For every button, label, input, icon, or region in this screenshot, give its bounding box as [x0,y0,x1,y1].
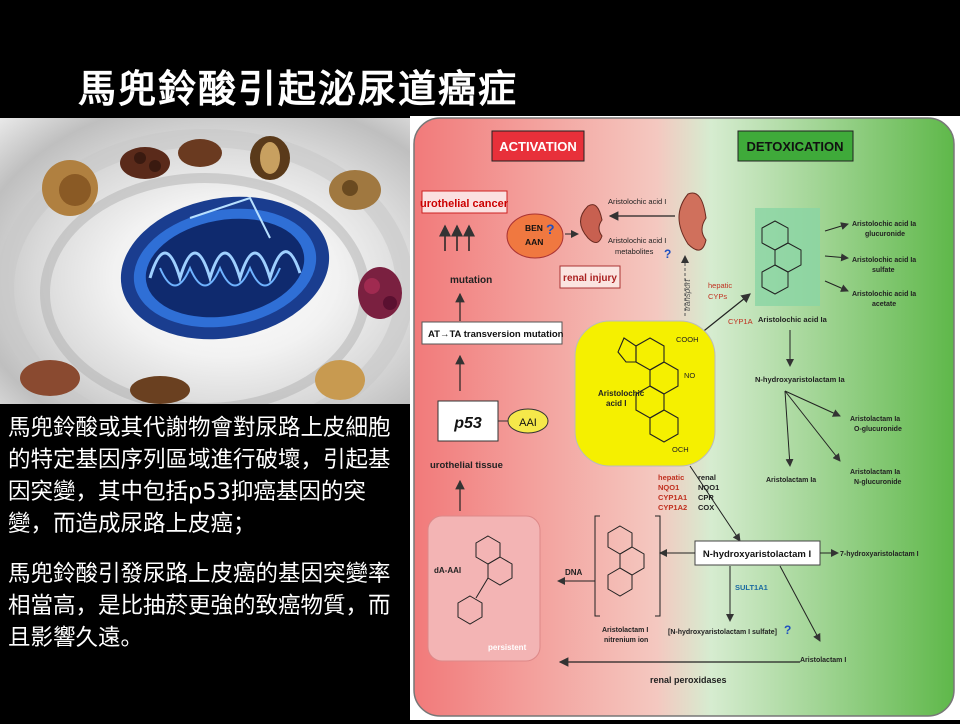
transport-label: transport [683,279,692,311]
aa-ia-label: Aristolochic acid Ia [758,315,828,324]
sult1a1-label: SULT1A1 [735,583,768,592]
da-aai-box [428,516,540,661]
dna-label: DNA [565,568,583,577]
activation-label: ACTIVATION [499,139,577,154]
da-aai-label: dA-AAI [434,566,461,575]
lactam-ia-o-1: Aristolactam Ia [850,416,900,423]
lactam-ia-label: Aristolactam Ia [766,477,816,484]
n-hydroxy-ia-label: N-hydroxyaristolactam Ia [755,375,845,384]
detoxication-label: DETOXICATION [746,139,843,154]
aa-ia-glucuronide-1: Aristolochic acid Ia [852,221,916,228]
mutation-label: mutation [450,275,492,286]
description-paragraph-2: 馬兜鈴酸引發尿路上皮癌的基因突變率相當高，是比抽菸更強的致癌物質，而且影響久遠。 [8,558,410,654]
description-panel: 馬兜鈴酸或其代謝物會對尿路上皮細胞的特定基因序列區域進行破壞，引起基因突變，其中… [0,404,410,720]
aa-ia-sulfate-2: sulfate [872,267,895,274]
aan-label: AAN [525,237,543,247]
renal-enzyme-0: renal [698,473,716,482]
hepatic-enzyme-3: CYP1A2 [658,503,687,512]
hepatic-label: hepatic [708,281,732,290]
aa1-center-label-2: acid I [606,399,626,408]
aa-ia-structure-box [755,208,820,306]
aa-ia-glucuronide-2: glucuronide [865,231,905,238]
persistent-label: persistent [488,643,527,652]
description-paragraph-1: 馬兜鈴酸或其代謝物會對尿路上皮細胞的特定基因序列區域進行破壞，引起基因突變，其中… [8,412,410,540]
nitrenium-label-1: Aristolactam I [602,627,648,634]
ben-aan-oval [507,214,563,258]
cyp1a-label: CYP1A [728,317,753,326]
herbs-photo [0,118,410,408]
renal-injury-label: renal injury [563,273,617,284]
aa1-label: Aristolochic acid I [608,197,666,206]
renal-enzyme-2: CPR [698,493,714,502]
ben-question-mark: ? [546,221,555,237]
sulfate-question: ? [784,623,791,637]
seven-hydroxy-label: 7-hydroxyaristolactam I [840,551,919,558]
hepatic-enzyme-0: hepatic [658,473,684,482]
aai-label: AAI [519,417,537,429]
renal-enzyme-1: NQO1 [698,483,719,492]
sulfate-bracket-label: [N-hydroxyaristolactam I sulfate] [668,629,777,636]
hepatic-enzyme-1: NQO1 [658,483,679,492]
lactam-ia-n-1: Aristolactam Ia [850,469,900,476]
hepatic-enzyme-2: CYP1A1 [658,493,687,502]
aristolactam-i-label: Aristolactam I [800,657,846,664]
cyps-label: CYPs [708,292,727,301]
aa-ia-sulfate-1: Aristolochic acid Ia [852,257,916,264]
metabolites-question: ? [664,247,671,261]
p53-label: p53 [453,415,482,432]
renal-peroxidases-label: renal peroxidases [650,675,727,685]
aa-ia-acetate-1: Aristolochic acid Ia [852,291,916,298]
ben-label: BEN [525,223,543,233]
renal-enzyme-3: COX [698,503,714,512]
och3-label: OCH [672,445,689,454]
urothelial-tissue-label: urothelial tissue [430,460,503,471]
metabolites-label: metabolites [615,247,654,256]
at-ta-label: AT→TA transversion mutation [428,329,564,340]
lactam-ia-o-2: O-glucuronide [854,426,902,433]
aa1-metabolites-label: Aristolochic acid I [608,236,666,245]
page-title: 馬兜鈴酸引起泌尿道癌症 [78,58,518,113]
no2-label: NO [684,371,695,380]
lactam-ia-n-2: N-glucuronide [854,479,902,486]
nitrenium-label-2: nitrenium ion [604,637,648,644]
n-hydroxy-i-label: N-hydroxyaristolactam I [703,549,811,560]
pathway-diagram: ACTIVATION DETOXICATION urothelial cance… [410,116,960,720]
aa-ia-acetate-2: acetate [872,301,896,308]
cooh-label: COOH [676,335,699,344]
urothelial-cancer-label: urothelial cancer [420,198,509,210]
